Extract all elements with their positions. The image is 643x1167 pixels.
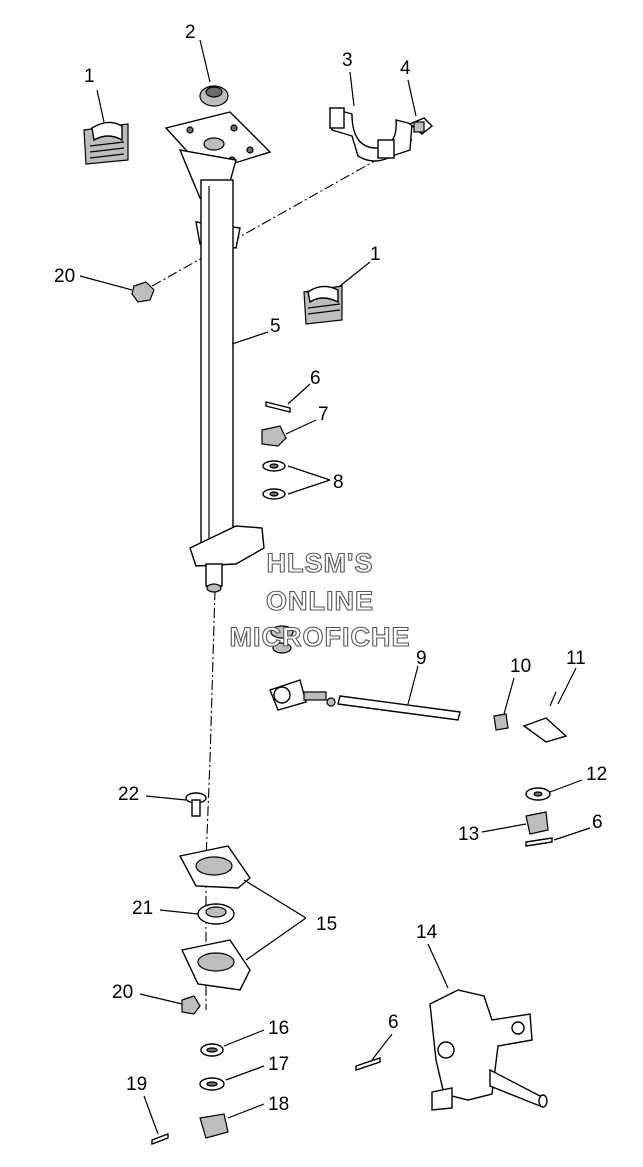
callout-6-upper: 6 <box>310 368 321 389</box>
cotter-pin-mid <box>355 1057 381 1071</box>
clamp-bracket <box>329 107 413 162</box>
castle-nut <box>261 425 287 447</box>
watermark-line-2: ONLINE <box>266 586 374 616</box>
bearing-flange-lower <box>180 939 251 991</box>
callout-17: 17 <box>268 1054 289 1075</box>
callout-1-top: 1 <box>84 66 95 87</box>
castle-nut-lower <box>199 1113 229 1139</box>
callout-19: 19 <box>126 1074 147 1095</box>
callout-4: 4 <box>400 58 411 79</box>
bearing-flange-upper <box>178 845 251 889</box>
bushing-lower <box>303 285 343 325</box>
callout-14: 14 <box>416 922 438 943</box>
callout-6-right: 6 <box>592 812 603 833</box>
castle-nut-right <box>525 811 549 835</box>
bushing-top <box>83 121 129 165</box>
cotter-pin-lower <box>151 1132 169 1146</box>
tie-rod <box>269 625 461 721</box>
callout-8: 8 <box>333 472 344 493</box>
callout-labels: 1 2 3 4 20 1 5 6 7 8 9 10 11 12 13 6 22 … <box>54 22 607 1115</box>
steering-post <box>164 111 272 593</box>
washer-right <box>525 787 551 801</box>
jam-nut <box>493 713 509 731</box>
callout-20-upper: 20 <box>54 266 75 287</box>
flange-nut-lower <box>181 995 201 1015</box>
callout-6-mid: 6 <box>388 1012 399 1033</box>
carriage-bolt <box>185 792 207 817</box>
cotter-pin-right <box>525 837 553 847</box>
clamp-bolt <box>408 117 434 135</box>
callout-1-lower: 1 <box>370 244 381 265</box>
alignment-line-shaft <box>205 589 216 1010</box>
callout-13: 13 <box>458 824 479 845</box>
callout-11: 11 <box>566 648 586 669</box>
tie-rod-end <box>522 691 568 743</box>
callout-20-lower: 20 <box>112 982 133 1003</box>
washers-upper <box>262 460 286 500</box>
seal <box>200 1043 224 1057</box>
thrust-washer <box>199 1077 225 1091</box>
flange-nut-upper <box>131 281 155 303</box>
watermark-line-3: MICROFICHE <box>230 622 411 652</box>
callout-7: 7 <box>318 404 329 425</box>
callout-16: 16 <box>268 1018 289 1039</box>
watermark-line-1: HLSM'S <box>267 548 374 578</box>
callout-21: 21 <box>132 898 153 919</box>
callout-3: 3 <box>342 50 353 71</box>
callout-22: 22 <box>118 784 139 805</box>
cotter-pin-upper <box>265 401 291 413</box>
callout-10: 10 <box>510 656 531 677</box>
leader-lines <box>79 39 591 1135</box>
callout-9: 9 <box>416 648 427 669</box>
callout-18: 18 <box>268 1094 289 1115</box>
watermark: HLSM'S ONLINE MICROFICHE <box>229 547 411 652</box>
spindle <box>429 989 548 1111</box>
callout-2: 2 <box>185 22 196 43</box>
callout-5: 5 <box>270 316 281 337</box>
alignment-line-bracket <box>144 139 413 291</box>
callout-12: 12 <box>586 764 607 785</box>
top-nut <box>199 85 229 107</box>
callout-15: 15 <box>316 914 337 935</box>
bearing <box>197 903 235 925</box>
